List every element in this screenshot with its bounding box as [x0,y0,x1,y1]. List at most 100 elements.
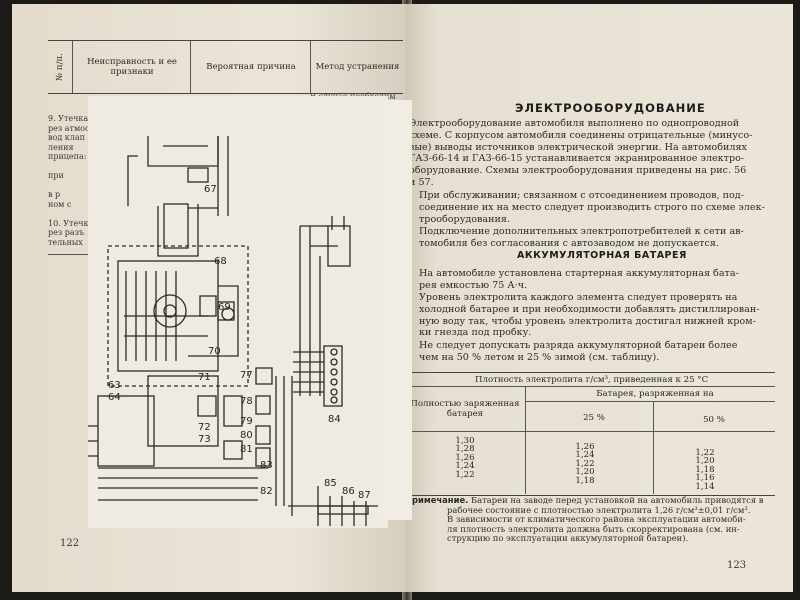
table-cell: 1,22 [575,458,595,469]
header-fix: Метод устранения [310,41,404,93]
paragraph-6: Не следует допускать разряда аккумулятор… [419,340,793,364]
col-25: 25 % [583,413,605,423]
diagram-label: 77 [240,370,253,381]
paragraph-2: При обслуживании; связанном с отсоединен… [419,190,793,225]
diagram-labels: 67 68 69 70 71 63 64 77 72 73 78 79 80 8… [108,184,371,501]
diagram-label: 82 [260,486,273,497]
table-cell: 1,20 [575,467,595,478]
table-cell: 1,26 [575,442,595,452]
table-cell: 1,18 [695,464,715,475]
diagram-label: 64 [108,392,121,403]
right-page: ЭЛЕКТРООБОРУДОВАНИЕ Электрооборудование … [405,4,793,592]
note-line: Батареи на заводе перед установкой на ав… [471,495,764,505]
text-line: томобиля без согласования с автозаводом … [419,237,719,249]
col-50: 50 % [703,415,725,425]
header-fault: Неисправность и ее признаки [72,41,191,93]
diagram-label: 69 [218,302,231,313]
table-cell: 1,26 [455,452,475,463]
fault-row-line: ления [48,142,74,152]
diagram-label: 70 [208,346,221,357]
table-cell: 1,28 [455,444,475,455]
text-line: При обслуживании; связанном с отсоединен… [419,190,744,201]
paper-overlay [378,100,412,520]
paragraph-3: Подключение дополнительных электропотреб… [419,226,793,250]
table-title: Плотность электролита г/см³, приведенная… [475,375,709,385]
table-cell: 1,20 [695,456,715,467]
text-line: оборудование. Схемы электрооборудования … [409,165,747,177]
table-cell: 1,22 [695,448,715,458]
fault-row-line: 10. Утечка [48,218,94,228]
fault-row-line: прицепа: [48,152,87,161]
table-cell: 1,18 [575,475,595,486]
section-heading: ЭЛЕКТРООБОРУДОВАНИЕ [515,101,706,115]
diagram-label: 67 [204,184,217,195]
text-line: чем на 50 % летом и 25 % зимой (см. табл… [419,351,660,363]
text-line: трооборудования. [419,213,511,225]
text-line: ки гнезда под пробку. [419,327,532,339]
text-line: вые) выводы источников электрической эне… [409,141,747,153]
note-line: ля плотность электролита должна быть ско… [447,523,740,534]
wiring-diagram: 67 68 69 70 71 63 64 77 72 73 78 79 80 8… [88,96,388,528]
text-line: холодной батарее и при необходимости доб… [419,303,760,315]
fault-row-line: ном с [48,199,72,209]
diagram-label: 83 [260,460,273,471]
fault-row-line: при [48,171,64,180]
paragraph-1: Электрооборудование автомобиля выполнено… [409,118,789,189]
diagram-label: 78 [240,396,253,407]
diagram-label: 80 [240,430,253,441]
text-line: Электрооборудование автомобиля выполнено… [409,118,740,129]
table-note: Примечание. Батареи на заводе перед уста… [405,495,785,544]
paragraph-5: Уровень электролита каждого элемента сле… [419,292,793,339]
diagram-label: 71 [198,372,211,383]
col-discharged: Батарея, разряженная на [596,389,714,399]
note-label: Примечание. [405,495,469,505]
diagram-label: 86 [342,486,355,497]
fault-row-line: тельных [48,237,83,247]
fault-rows: 9. Утечка в рез атмос вод клап ления при… [48,114,95,247]
paragraph-4: На автомобиле установлена стартерная акк… [419,268,793,292]
fault-row-line: рез атмос [48,123,90,133]
text-line: схеме. С корпусом автомобиля соединены о… [409,129,753,141]
header-num: № п/п. [55,53,65,81]
diagram-label: 72 [198,422,211,433]
diagram-label: 87 [358,490,371,501]
fault-table-header: № п/п. Неисправность и ее признаки Вероя… [48,40,403,94]
text-line: На автомобиле установлена стартерная акк… [419,268,739,279]
table-cell: 1,24 [575,450,595,461]
text-line: и 57. [409,176,434,188]
col-charged: Полностью заряженная батарея [410,399,520,419]
page-number-left: 122 [60,538,80,549]
fault-row-line: 9. Утечка в [48,114,96,123]
diagram-label: 79 [240,416,253,427]
diagram-label: 63 [108,380,121,391]
diagram-label: 68 [214,256,227,267]
text-line: Не следует допускать разряда аккумулятор… [419,340,738,351]
diagram-label: 85 [324,478,337,489]
table-cell: 1,16 [695,473,715,484]
table-cell: 1,30 [455,436,475,446]
density-table: Плотность электролита г/см³, приведенная… [405,372,775,496]
text-line: Подключение дополнительных электропотреб… [419,226,744,237]
text-line: соединение их на место следует производи… [419,201,765,213]
text-line: ную воду так, чтобы уровень электролита … [419,315,756,327]
note-line: струкцию по эксплуатации аккумуляторной … [447,533,689,544]
fault-row-line: рез разъ [48,228,85,237]
note-line: рабочее состояние с плотностью электроли… [447,504,751,515]
header-cause: Вероятная причина [190,41,311,93]
subsection-heading: АККУМУЛЯТОРНАЯ БАТАРЕЯ [517,250,687,261]
page-number-right: 123 [727,560,747,571]
diagram-label: 81 [240,444,253,455]
text-line: рея емкостью 75 А·ч. [419,279,528,291]
note-line: В зависимости от климатического района э… [447,514,746,525]
table-cell: 1,14 [695,481,715,492]
table-cell: 1,24 [455,461,475,472]
diagram-label: 73 [198,434,211,445]
fault-row-line: вод клап [48,133,85,142]
diagram-label: 84 [328,414,341,425]
fault-row-line: в р [48,190,61,199]
text-line: Уровень электролита каждого элемента сле… [419,292,738,303]
table-cell: 1,22 [455,469,475,480]
